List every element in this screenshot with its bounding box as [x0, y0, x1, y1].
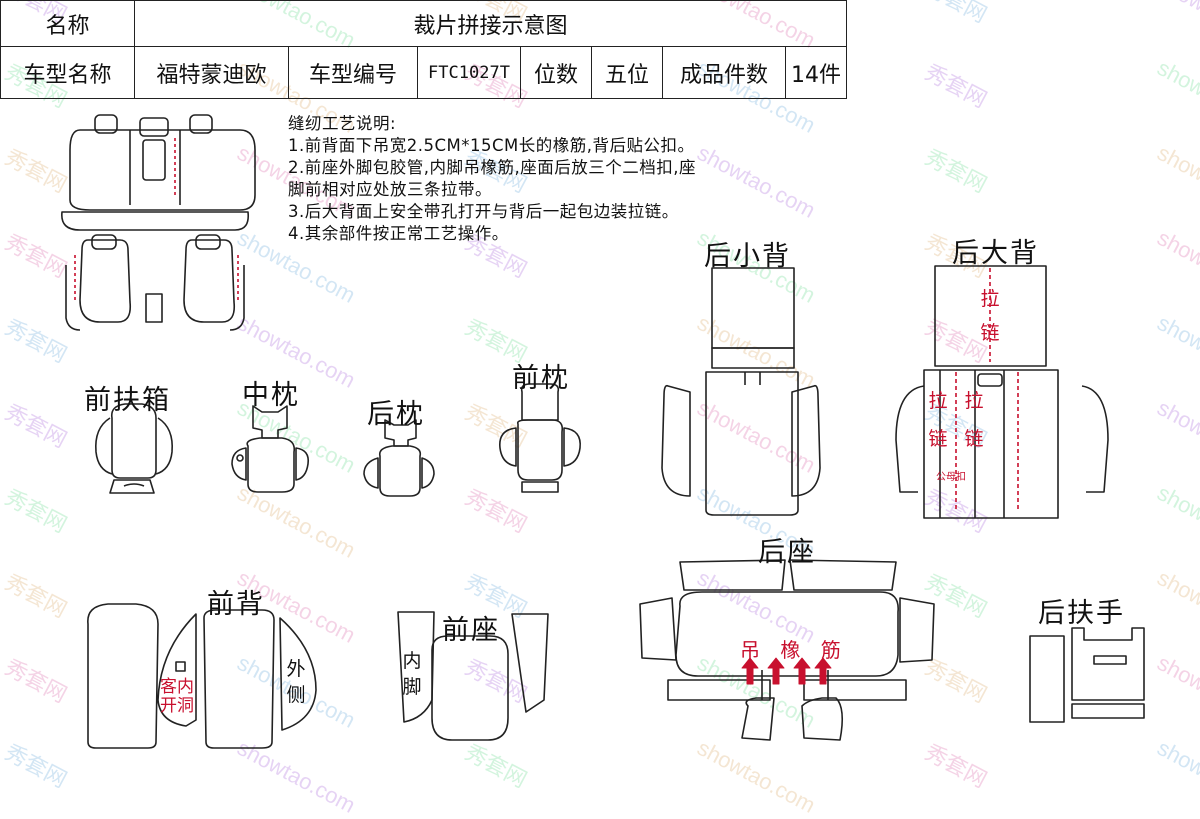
- inner-foot-annotation: 内 脚: [400, 648, 424, 700]
- middle-pillow-pieces: [231, 405, 310, 493]
- zipper-annotation: 拉 链: [926, 388, 950, 452]
- rear-seat-label: 后座: [758, 537, 816, 568]
- rear-seat-pieces: [639, 559, 935, 741]
- notes-line: 2.前座外脚包胶管,内脚吊橡筋,座面后放三个二档扣,座: [288, 158, 696, 177]
- zipper-char: 链: [980, 322, 1000, 344]
- diagram-title: 裁片拼接示意图: [134, 0, 847, 47]
- outer-side-char: 外: [286, 658, 306, 680]
- front-seat-pieces: [397, 611, 549, 741]
- elastic-char: 吊: [740, 638, 760, 662]
- code-label: 车型编号: [288, 46, 418, 99]
- rear-pillow-pieces: [363, 419, 435, 497]
- seat-label: 位数: [520, 46, 592, 99]
- front-back-pieces: [87, 603, 317, 749]
- zipper-char: 拉: [964, 390, 984, 412]
- open-hole-char: 开: [160, 696, 177, 716]
- front-armrest-label: 前扶箱: [84, 385, 171, 416]
- rear-big-back-pieces: [895, 265, 1109, 519]
- male-buckle-annotation: 公母扣: [936, 472, 966, 483]
- notes-line: 4.其余部件按正常工艺操作。: [288, 224, 509, 243]
- sewing-notes: 缝纫工艺说明: 1.前背面下吊宽2.5CM*15CM长的橡筋,背后贴公扣。 2.…: [288, 113, 696, 245]
- middle-pillow-label: 中枕: [242, 380, 300, 411]
- elastic-char: 筋: [820, 638, 841, 662]
- open-hole-annotation: 客内 开洞: [160, 678, 194, 716]
- front-seat-label: 前座: [442, 615, 500, 646]
- open-hole-char: 洞: [177, 696, 194, 716]
- notes-title: 缝纫工艺说明:: [288, 114, 397, 133]
- zipper-char: 链: [928, 428, 948, 450]
- rear-small-back-pieces: [661, 267, 821, 516]
- elastic-annotation: 吊 橡 筋: [740, 634, 841, 663]
- front-armrest-pieces: [94, 403, 174, 494]
- zipper-annotation: 拉 链: [978, 286, 1002, 346]
- rear-big-back-label: 后大背: [952, 238, 1039, 269]
- front-pillow-label: 前枕: [512, 363, 570, 394]
- zipper-char: 拉: [980, 288, 1000, 310]
- header-table: 名称 裁片拼接示意图 车型名称 福特蒙迪欧 车型编号 FTC1027T 位数 五…: [0, 0, 847, 99]
- open-hole-char: 内: [177, 677, 194, 697]
- count-value: 14件: [785, 46, 847, 99]
- rear-small-back-label: 后小背: [704, 241, 791, 272]
- outer-side-annotation: 外 侧: [284, 656, 308, 708]
- count-label: 成品件数: [662, 46, 786, 99]
- model-label: 车型名称: [0, 46, 135, 99]
- notes-line: 3.后大背面上安全带孔打开与背后一起包边装拉链。: [288, 202, 679, 221]
- zipper-char: 链: [964, 428, 984, 450]
- seat-overview-illustration: [61, 114, 256, 331]
- notes-line: 1.前背面下吊宽2.5CM*15CM长的橡筋,背后贴公扣。: [288, 136, 695, 155]
- outer-side-char: 侧: [286, 684, 306, 706]
- pattern-pieces: [61, 114, 1145, 749]
- model-value: 福特蒙迪欧: [134, 46, 289, 99]
- front-back-label: 前背: [207, 589, 265, 620]
- elastic-arrows: [741, 657, 832, 685]
- zipper-annotation: 拉 链: [962, 388, 986, 452]
- notes-line: 脚前相对应处放三条拉带。: [288, 180, 492, 199]
- zipper-char: 拉: [928, 390, 948, 412]
- rear-armrest-pieces: [1029, 627, 1145, 723]
- elastic-char: 橡: [780, 638, 801, 662]
- name-label: 名称: [0, 0, 135, 47]
- inner-foot-char: 脚: [402, 676, 422, 698]
- front-pillow-pieces: [499, 383, 581, 493]
- rear-pillow-label: 后枕: [367, 399, 425, 430]
- inner-foot-char: 内: [402, 650, 422, 672]
- open-hole-char: 客: [160, 677, 177, 697]
- code-value: FTC1027T: [417, 46, 521, 99]
- rear-armrest-label: 后扶手: [1038, 598, 1125, 629]
